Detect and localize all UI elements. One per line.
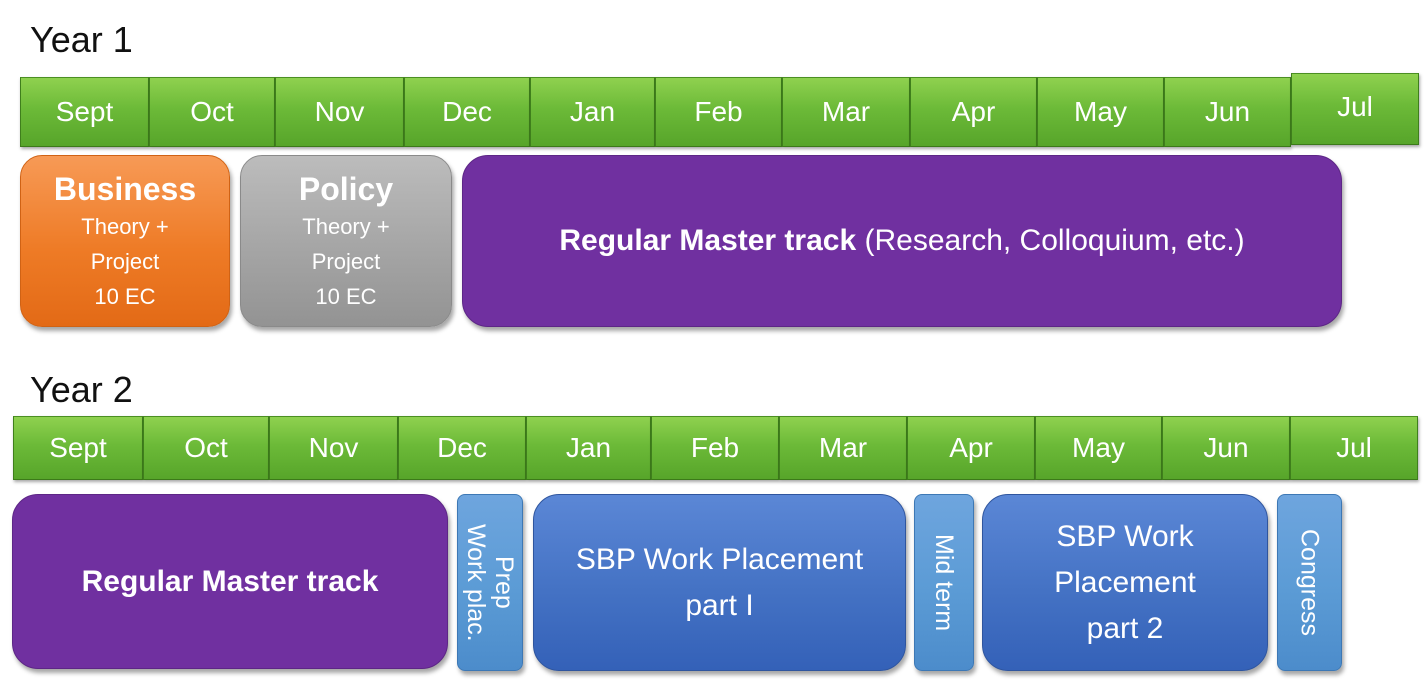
sbp-work-placement-part-2: SBP Work Placement part 2 (982, 494, 1268, 671)
mid-term-block: Mid term (914, 494, 974, 671)
business-line-2: Project (90, 248, 160, 274)
y2-month-oct: Oct (143, 416, 269, 480)
year-2-title: Year 2 (30, 369, 133, 410)
y2-month-mar: Mar (779, 416, 907, 480)
policy-line-3: 10 EC (315, 283, 377, 309)
y2-month-may: May (1035, 416, 1162, 480)
policy-line-1: Theory + (302, 213, 390, 239)
sbp-work-placement-part-1: SBP Work Placement part I (533, 494, 906, 671)
regular-master-track-year-1: Regular Master track (Research, Colloqui… (462, 155, 1342, 327)
sbp1-line-2: part I (685, 588, 754, 622)
y2-month-nov: Nov (269, 416, 398, 480)
policy-line-2: Project (311, 248, 381, 274)
prep-line-1: Prep (490, 556, 518, 609)
policy-title: Policy (298, 170, 394, 207)
business-title: Business (53, 170, 197, 207)
y2-month-jun: Jun (1162, 416, 1290, 480)
mid-term-label: Mid term (930, 533, 958, 632)
sbp1-line-1: SBP Work Placement (575, 542, 864, 576)
y1-month-jul: Jul (1291, 73, 1419, 145)
y2-month-feb: Feb (651, 416, 779, 480)
y1-month-mar: Mar (782, 77, 910, 147)
congress-block: Congress (1277, 494, 1342, 671)
policy-block: Policy Theory + Project 10 EC (240, 155, 452, 327)
regular-track-title: Regular Master track (81, 564, 379, 598)
y2-month-jan: Jan (526, 416, 651, 480)
y1-month-feb: Feb (655, 77, 782, 147)
y1-month-oct: Oct (149, 77, 275, 147)
business-block: Business Theory + Project 10 EC (20, 155, 230, 327)
y1-month-jan: Jan (530, 77, 655, 147)
y1-month-may: May (1037, 77, 1164, 147)
business-line-1: Theory + (81, 213, 169, 239)
sbp2-line-1: SBP Work (1056, 519, 1194, 553)
sbp2-line-3: part 2 (1086, 611, 1164, 645)
y2-month-sept: Sept (13, 416, 143, 480)
y2-month-jul: Jul (1290, 416, 1418, 480)
y1-month-dec: Dec (404, 77, 530, 147)
congress-label: Congress (1295, 529, 1324, 636)
y1-month-sept: Sept (20, 77, 149, 147)
y1-month-jun: Jun (1164, 77, 1291, 147)
y1-month-apr: Apr (910, 77, 1037, 147)
business-line-3: 10 EC (94, 283, 156, 309)
y2-month-apr: Apr (907, 416, 1035, 480)
regular-master-track-year-2: Regular Master track (12, 494, 448, 669)
y2-month-dec: Dec (398, 416, 526, 480)
y1-month-nov: Nov (275, 77, 404, 147)
prep-line-2: Work plac. (462, 523, 490, 642)
regular-track-detail: (Research, Colloquium, etc.) (856, 224, 1245, 257)
year-1-title: Year 1 (30, 19, 133, 60)
regular-track-title: Regular Master track (559, 224, 857, 257)
sbp2-line-2: Placement (1054, 565, 1196, 599)
